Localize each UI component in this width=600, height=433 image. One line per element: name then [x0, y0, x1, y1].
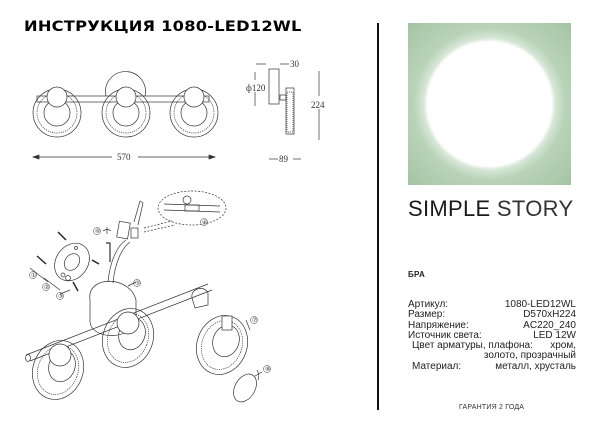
front-view-drawing — [31, 71, 219, 160]
spec-label: Цвет арматуры, плафона: — [412, 340, 533, 352]
spec-row-color: Цвет арматуры, плафона: хром, — [408, 340, 576, 352]
spec-value: D570xH224 — [523, 309, 576, 321]
diameter-dimension-label: ф120 — [246, 83, 266, 93]
svg-text:②: ② — [44, 284, 49, 291]
width-dimension-label: 570 — [117, 152, 131, 162]
brand-part-2: STORY — [496, 196, 574, 221]
callout-numbers: ① ② ③ ④ ⑤ ⑥ ⑦ ⑧ — [29, 218, 271, 373]
svg-text:⑤: ⑤ — [135, 280, 140, 287]
assembly-drawing — [25, 190, 263, 403]
depth-dimension-label: 30 — [290, 59, 300, 69]
spec-value: AC220_240 — [523, 319, 576, 331]
technical-drawings: 570 30 ф120 224 89 — [25, 59, 325, 403]
svg-text:①: ① — [31, 272, 36, 279]
document-title: ИНСТРУКЦИЯ 1080-LED12WL — [24, 19, 302, 35]
spec-row-size: Размер: D570xH224 — [408, 309, 576, 321]
spec-label: Артикул: — [408, 299, 449, 310]
height-dimension-label: 224 — [311, 100, 325, 110]
product-hero-image — [408, 23, 571, 185]
svg-text:③: ③ — [58, 293, 63, 300]
warranty-note: ГАРАНТИЯ 2 ГОДА — [459, 404, 525, 411]
spec-row-voltage: Напряжение: AC220_240 — [408, 319, 576, 331]
spec-value: LED 12W — [533, 329, 576, 341]
spec-label: Материал: — [412, 360, 462, 372]
svg-text:⑦: ⑦ — [252, 317, 257, 324]
product-type: БРА — [408, 270, 426, 279]
ring-3 — [169, 86, 219, 138]
spec-label: Напряжение: — [408, 319, 469, 331]
screws — [36, 231, 100, 292]
ring-2 — [101, 86, 151, 138]
bottom-dimension-label: 89 — [279, 154, 289, 164]
svg-text:④: ④ — [202, 219, 207, 226]
svg-text:⑥: ⑥ — [95, 228, 100, 235]
spec-value: хром, — [550, 340, 576, 352]
spec-row-article: Артикул: 1080-LED12WL — [408, 299, 576, 310]
ring-1 — [32, 86, 82, 138]
spec-value: 1080-LED12WL — [504, 299, 576, 310]
vertical-divider — [377, 23, 379, 410]
brand-logo: SIMPLE STORY — [408, 196, 573, 222]
spec-row-material: Материал: металл, хрусталь — [408, 360, 576, 372]
brand-part-1: SIMPLE — [408, 196, 491, 221]
spec-row-light-source: Источник света: LED 12W — [408, 329, 576, 341]
spec-label: Источник света: — [408, 329, 482, 341]
assembled-ring-2 — [102, 308, 154, 368]
detached-ring — [196, 315, 248, 375]
assembled-ring-1 — [32, 340, 84, 400]
spec-table: Артикул: 1080-LED12WL Размер: D570xH224 … — [408, 299, 576, 372]
side-view-drawing — [254, 63, 320, 160]
svg-text:⑧: ⑧ — [265, 366, 270, 373]
spec-value: металл, хрусталь — [495, 360, 576, 372]
spec-value-continuation: золото, прозрачный — [483, 350, 576, 362]
mounting-plate — [54, 242, 90, 282]
spec-label: Размер: — [408, 309, 446, 321]
